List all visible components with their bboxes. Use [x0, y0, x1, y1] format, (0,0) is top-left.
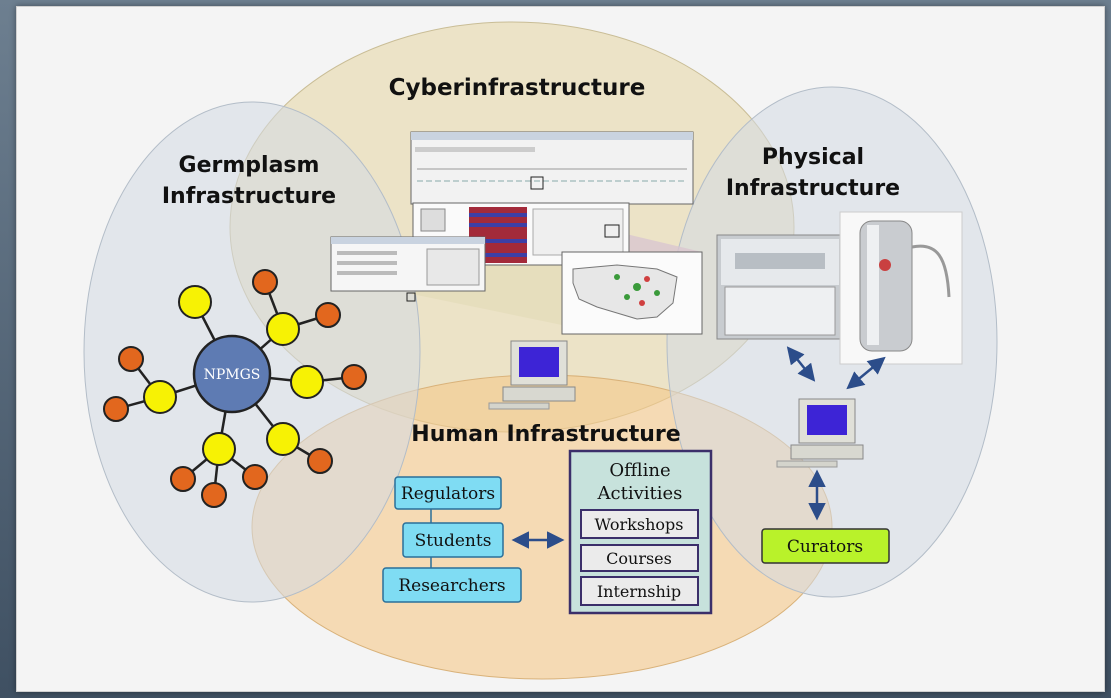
infrastructure-diagram: Cyberinfrastructure Germplasm Infrastruc… — [83, 21, 998, 680]
network-node — [266, 312, 300, 346]
germplasm-label-line2: Infrastructure — [162, 184, 336, 209]
offline-item-label: Workshops — [595, 515, 684, 534]
npmgs-hub-label: NPMGS — [204, 367, 261, 383]
network-node — [266, 422, 300, 456]
role-box-students — [402, 522, 504, 558]
curators-box — [761, 528, 890, 564]
human-roles: Regulators Students Researchers — [382, 476, 522, 603]
curators-label: Curators — [787, 537, 863, 557]
offline-item-courses — [580, 544, 699, 572]
network-leaf-node — [242, 464, 268, 490]
offline-item-label: Courses — [606, 549, 672, 568]
network-node — [178, 285, 212, 319]
role-label-students: Students — [415, 531, 492, 551]
network-leaf-node — [307, 448, 333, 474]
physical-label-line2: Infrastructure — [726, 176, 900, 201]
cyberinfrastructure-label: Cyberinfrastructure — [389, 75, 646, 101]
human-infrastructure-label: Human Infrastructure — [411, 422, 680, 447]
germplasm-nodes — [103, 269, 367, 508]
role-label-researchers: Researchers — [398, 576, 505, 596]
npmgs-hub-node — [192, 334, 272, 414]
workstation-computer-icon — [488, 340, 576, 410]
role-label-regulators: Regulators — [401, 484, 495, 504]
network-node — [290, 365, 324, 399]
freezer-computer-arrow — [786, 346, 816, 382]
network-node — [143, 380, 177, 414]
freezer-photo — [716, 234, 844, 340]
network-leaf-node — [170, 466, 196, 492]
genome-browser-screenshot — [410, 131, 694, 205]
network-node — [202, 432, 236, 466]
offline-activities: Offline Activities Workshops Courses Int… — [568, 449, 713, 615]
database-screenshots — [330, 131, 703, 335]
role-box-regulators — [394, 476, 502, 510]
offline-item-workshops — [580, 509, 699, 539]
physical-label-line1: Physical — [762, 145, 864, 170]
network-leaf-node — [315, 302, 341, 328]
offline-item-label: Internship — [597, 582, 681, 601]
germplasm-label-line1: Germplasm — [179, 153, 320, 178]
role-box-researchers — [382, 567, 522, 603]
liquid-nitrogen-tank-photo — [839, 211, 963, 365]
network-leaf-node — [118, 346, 144, 372]
network-leaf-node — [341, 364, 367, 390]
network-leaf-node — [252, 269, 278, 295]
network-leaf-node — [201, 482, 227, 508]
network-leaf-node — [103, 396, 129, 422]
slide: Cyberinfrastructure Germplasm Infrastruc… — [16, 6, 1105, 692]
offline-title-line2: Activities — [597, 483, 683, 504]
tank-computer-arrow — [846, 356, 886, 390]
offline-title-line1: Offline — [609, 460, 670, 481]
offline-item-internship — [580, 576, 699, 606]
curation-computer-icon — [776, 398, 864, 468]
